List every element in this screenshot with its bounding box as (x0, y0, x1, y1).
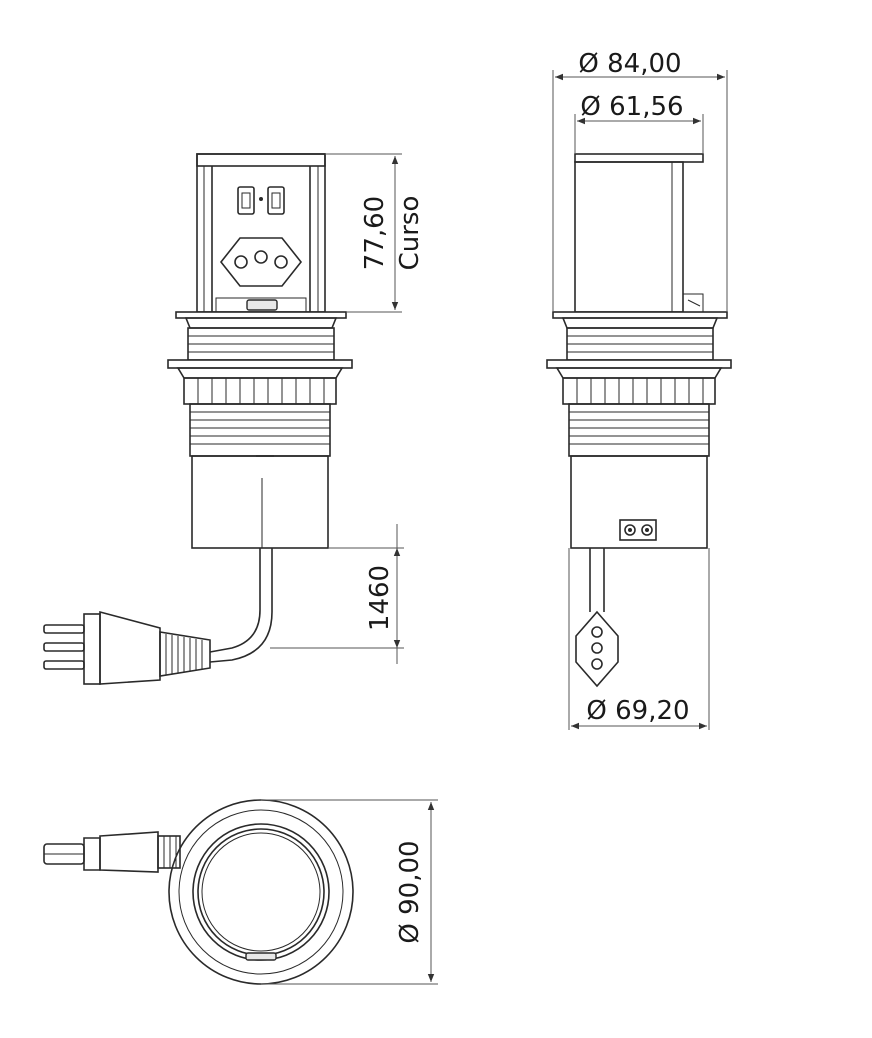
top-view-cable-plug (43, 831, 181, 873)
flange (167, 359, 353, 405)
dimension-cable-length: 1460 (270, 524, 404, 664)
side-housing-body (570, 455, 708, 549)
side-top-cap (552, 311, 728, 329)
side-cable (589, 548, 605, 612)
dimension-stroke: 77,60 Curso (325, 153, 425, 313)
side-lower-thread (568, 403, 710, 457)
top-outer-diameter-label: Ø 84,00 (578, 49, 681, 79)
top-view: Ø 90,00 (43, 799, 438, 985)
dimension-top-inner: Ø 61,56 (574, 92, 704, 154)
upper-thread (187, 327, 335, 361)
power-socket-icon (219, 237, 303, 287)
top-cap (175, 311, 347, 329)
cable-length-label: 1460 (365, 565, 395, 631)
front-view: 77,60 Curso 1460 (43, 153, 425, 685)
stroke-caption-label: Curso (395, 196, 425, 271)
power-plug-icon (43, 610, 211, 685)
socket-module (196, 153, 326, 313)
side-upper-thread (566, 327, 714, 361)
usb-port-icon (237, 186, 285, 215)
stroke-height-label: 77,60 (360, 196, 390, 270)
top-inner-diameter-label: Ø 61,56 (580, 92, 683, 122)
power-cable (209, 548, 273, 663)
side-socket-module (574, 153, 704, 313)
lower-thread (189, 403, 331, 457)
dimension-flange: Ø 90,00 (261, 799, 438, 985)
side-plug-face-icon (575, 610, 619, 688)
dimension-top-outer: Ø 84,00 (552, 49, 728, 312)
side-view: Ø 84,00 Ø 61,56 Ø 69,20 (546, 49, 732, 730)
dimension-body: Ø 69,20 (568, 548, 710, 730)
side-flange (546, 359, 732, 405)
top-view-rings (168, 799, 354, 985)
body-diameter-label: Ø 69,20 (586, 696, 689, 726)
flange-diameter-label: Ø 90,00 (395, 840, 425, 943)
housing-body (191, 455, 329, 549)
